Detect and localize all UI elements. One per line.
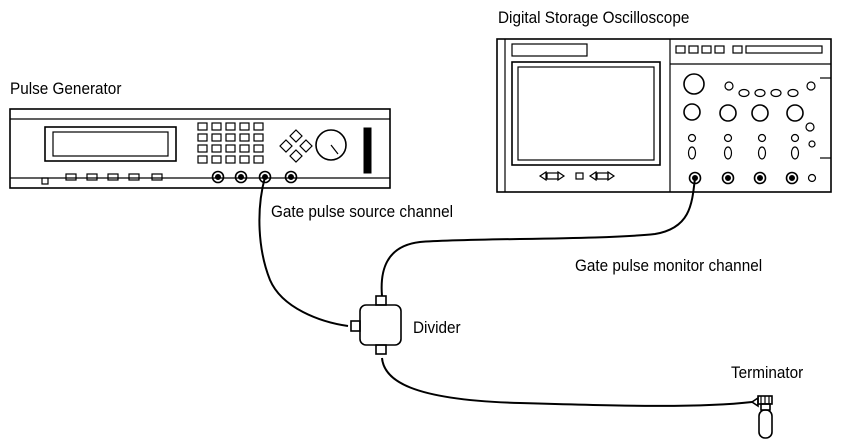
output-connector-icon bbox=[211, 170, 225, 184]
divider-port-bottom bbox=[375, 344, 387, 355]
rotary-knob-icon bbox=[315, 129, 347, 161]
oscilloscope bbox=[496, 38, 832, 193]
divider-label: Divider bbox=[413, 318, 461, 337]
pulse-generator-bar bbox=[363, 127, 372, 174]
terminator-body bbox=[758, 409, 773, 439]
oscilloscope-label: Digital Storage Oscilloscope bbox=[498, 8, 690, 27]
divider-port-top bbox=[375, 295, 387, 306]
divider-port-left bbox=[350, 320, 361, 332]
input-connector-icon bbox=[785, 171, 799, 185]
arrow-keys-icon bbox=[279, 129, 313, 163]
oscilloscope-case bbox=[496, 38, 832, 193]
oscilloscope-top-buttons bbox=[675, 45, 823, 54]
large-knob-icon bbox=[683, 73, 705, 95]
pulse-generator-display bbox=[44, 126, 177, 162]
source-cable bbox=[258, 176, 349, 327]
oscilloscope-small-controls bbox=[724, 81, 816, 98]
pulse-generator-case bbox=[9, 108, 391, 189]
pulse-generator-label: Pulse Generator bbox=[10, 79, 122, 98]
monitor-cable bbox=[380, 177, 696, 297]
screen-softkeys bbox=[538, 170, 616, 182]
pulse-generator-keypad bbox=[197, 122, 264, 164]
input-connector-icon bbox=[721, 171, 735, 185]
channel-knobs bbox=[683, 103, 815, 132]
divider bbox=[350, 295, 402, 355]
input-connector-icon bbox=[753, 171, 767, 185]
terminator bbox=[750, 395, 773, 439]
output-connector-icon bbox=[234, 170, 248, 184]
pulse-generator bbox=[9, 108, 391, 189]
gate-source-label: Gate pulse source channel bbox=[271, 202, 454, 221]
oscilloscope-screen bbox=[511, 61, 661, 166]
channel-switches bbox=[687, 133, 816, 160]
gate-monitor-label: Gate pulse monitor channel bbox=[575, 256, 763, 275]
terminator-cable bbox=[381, 357, 753, 407]
terminator-label: Terminator bbox=[731, 363, 804, 382]
divider-body bbox=[359, 304, 402, 346]
output-connector-icon bbox=[284, 170, 298, 184]
